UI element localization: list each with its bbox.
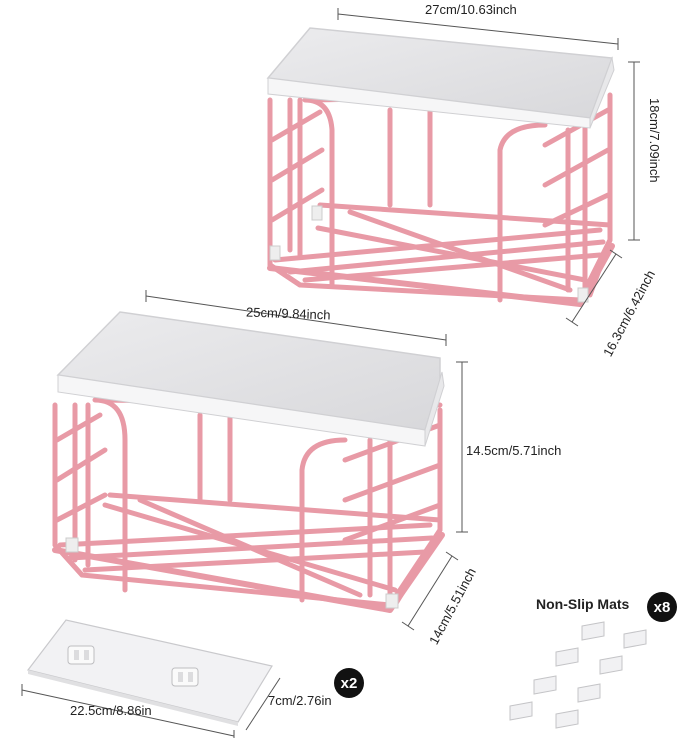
adhesive-pad <box>26 619 273 726</box>
non-slip-mat <box>581 621 605 641</box>
non-slip-mat <box>599 655 623 675</box>
adhesive-hook <box>67 645 95 665</box>
bottom-rack <box>52 397 445 613</box>
adhesive-pad-dimension-lines <box>21 677 281 738</box>
bottom-rack-lid <box>56 311 445 447</box>
non-slip-mat <box>577 683 601 703</box>
top-rack-dimension-lines <box>337 8 640 327</box>
top-rack-lid <box>266 27 615 129</box>
top-rack-width-label: 27cm/10.63inch <box>425 2 517 17</box>
adhesive-hook <box>171 667 199 687</box>
non-slip-mat <box>555 709 579 729</box>
adhesive-pad-width-label: 22.5cm/8.86in <box>70 703 152 718</box>
bottom-rack-foot <box>65 537 79 553</box>
bottom-rack-height-label: 14.5cm/5.71inch <box>466 443 562 458</box>
bottom-rack-width-label: 25cm/9.84inch <box>245 304 331 323</box>
non-slip-mats <box>509 621 647 729</box>
bottom-rack-dimension-lines <box>145 290 468 631</box>
non-slip-mat <box>509 701 533 721</box>
non-slip-mats-quantity-badge: x8 <box>647 592 677 622</box>
adhesive-pad-quantity-badge: x2 <box>334 668 364 698</box>
non-slip-mat <box>555 647 579 667</box>
top-rack-foot <box>311 205 323 221</box>
top-rack-foot <box>269 245 281 261</box>
top-rack <box>267 92 615 307</box>
top-rack-foot <box>577 287 589 303</box>
adhesive-pad-depth-label: 7cm/2.76in <box>268 693 332 708</box>
top-rack-height-label: 18cm/7.09inch <box>647 98 662 183</box>
non-slip-mats-title: Non-Slip Mats <box>536 596 630 612</box>
bottom-rack-foot <box>385 593 399 609</box>
non-slip-mat <box>533 675 557 695</box>
non-slip-mat <box>623 629 647 649</box>
